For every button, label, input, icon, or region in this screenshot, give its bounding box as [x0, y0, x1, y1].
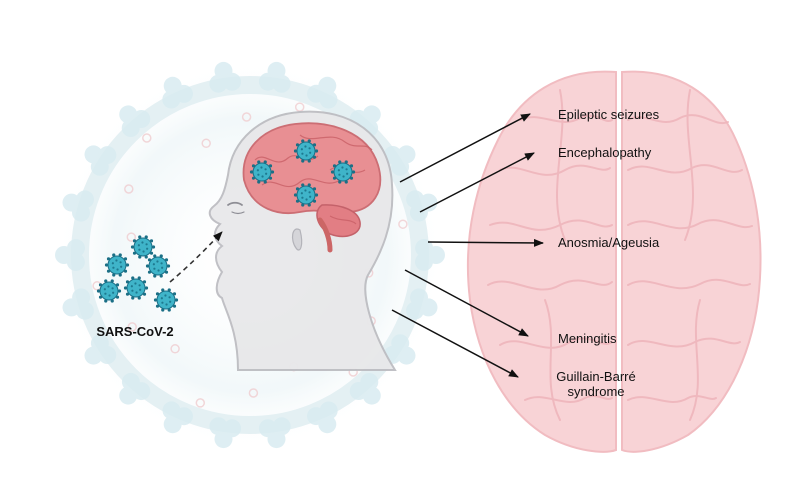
backdrop-dot: [126, 232, 137, 242]
backdrop-spike-blob: [319, 401, 338, 420]
backdrop-spike-blob: [223, 419, 242, 438]
virus-icon: [330, 160, 356, 184]
outcome-label-guillain-barre-line2: syndrome: [567, 384, 624, 399]
virus-particles: [96, 139, 356, 312]
backdrop-spike-blob: [258, 419, 277, 438]
backdrop-spike-blob: [121, 119, 140, 137]
virus-icon: [123, 276, 149, 300]
backdrop-spike-blob: [132, 382, 151, 401]
backdrop-spike-blob: [272, 417, 291, 436]
virus-icon: [153, 288, 179, 312]
backdrop-spike-blob: [72, 203, 90, 222]
backdrop-spike-blob: [391, 334, 410, 353]
backdrop-spike-blob: [209, 417, 228, 436]
outcome-label-guillain-barre-line1: Guillain-Barré: [556, 369, 635, 384]
large-brain-illustration: [466, 70, 762, 453]
backdrop-dot: [127, 322, 137, 332]
virus-icon: [249, 160, 275, 184]
virus-label: SARS-CoV-2: [96, 324, 173, 339]
backdrop-spike-blob: [272, 74, 291, 93]
virus-icon: [293, 139, 319, 163]
backdrop-dot: [142, 133, 152, 143]
backdrop-dot: [170, 344, 180, 354]
backdrop-dot: [201, 138, 211, 149]
outcome-label-encephalopathy: Encephalopathy: [558, 145, 652, 160]
outcome-label-meningitis: Meningitis: [558, 331, 617, 346]
backdrop-spike-blob: [90, 157, 109, 176]
backdrop-dot: [248, 388, 259, 398]
backdrop-dot: [398, 219, 408, 229]
backdrop-spike-blob: [175, 407, 193, 426]
backdrop-spike-blob: [66, 253, 85, 271]
backdrop-spike-blob: [67, 239, 85, 258]
backdrop-dot: [124, 184, 134, 194]
outcome-label-anosmia-ageusia: Anosmia/Ageusia: [558, 235, 660, 250]
backdrop-spike-blob: [410, 288, 428, 307]
backdrop-spike-blob: [415, 252, 433, 271]
backdrop-spike-blob: [98, 346, 117, 364]
backdrop-dot: [241, 112, 252, 122]
backdrop-spike-blob: [360, 373, 379, 391]
backdrop-spike-blob: [162, 90, 181, 109]
backdrop-dot: [195, 398, 206, 408]
inhalation-arrow: [169, 231, 223, 283]
virus-icon: [293, 183, 319, 207]
backdrop-spike-blob: [406, 190, 425, 209]
virus-icon: [104, 253, 130, 277]
small-brain-in-head: [242, 122, 382, 253]
backdrop-spike-blob: [258, 72, 277, 91]
virus-icon: [145, 254, 171, 278]
backdrop-spike-blob: [75, 301, 94, 320]
backdrop-spike-blob: [415, 239, 434, 257]
virus-icon: [130, 235, 156, 259]
backdrop-spike-blob: [209, 74, 228, 93]
outcome-label-epileptic-seizures: Epileptic seizures: [558, 107, 660, 122]
outcome-arrows: [391, 113, 544, 378]
virus-icon: [96, 279, 122, 303]
backdrop-spike-blob: [307, 84, 325, 103]
backdrop-spike-blob: [223, 72, 242, 91]
